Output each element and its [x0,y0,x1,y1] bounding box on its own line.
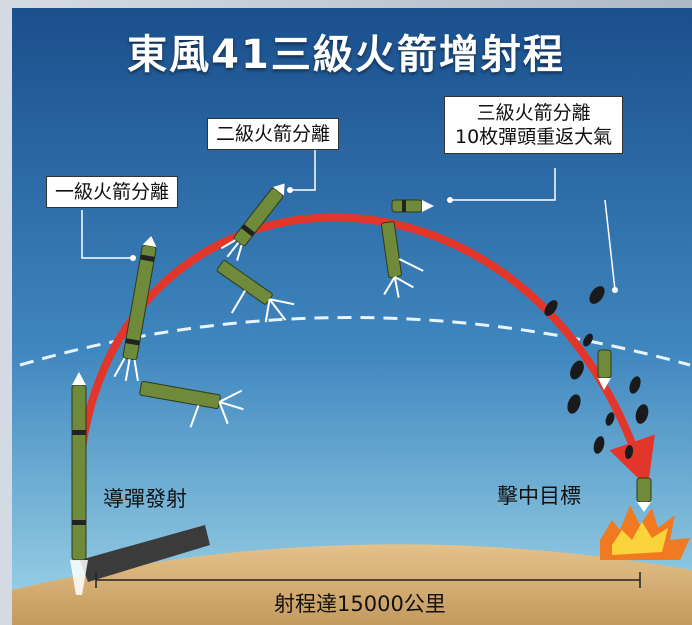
leader-dot-stage1 [130,255,136,261]
atmosphere-boundary [19,316,691,367]
leader-line-stage2 [290,150,316,191]
trajectory-arrow [76,213,655,488]
label-launch: 導彈發射 [103,487,187,511]
leader-dot-stage3 [447,197,453,203]
label-stage3-separation: 三級火箭分離 10枚彈頭重返大氣 [444,96,624,154]
page-title: 東風41三級火箭增射程 [127,32,565,78]
separated-stage3-icon [380,221,424,298]
label-stage3-line1: 三級火箭分離 [476,102,591,124]
missile-stage1-icon [113,235,157,382]
separated-stage1-icon [139,380,244,428]
missile-launch-icon [70,372,88,595]
ground [12,544,692,625]
warheads-cluster [544,286,649,459]
leader-dot-warheads [612,287,618,293]
leader-line-stage1 [81,210,133,259]
reentry-vehicle-icon [597,349,612,390]
leader-line-warheads [604,199,616,291]
separated-stage2-icon [216,260,295,323]
explosion-icon [600,505,690,560]
label-stage3-line2: 10枚彈頭重返大氣 [455,126,613,148]
leader-line-stage3 [450,168,556,201]
launch-platform [80,525,210,582]
missile-stage2-icon [220,183,285,261]
label-stage1-separation: 一級火箭分離 [46,176,179,208]
impact-warhead-icon [636,477,652,512]
label-stage2-separation: 二級火箭分離 [207,118,340,150]
label-impact: 擊中目標 [497,484,581,508]
leader-dot-stage2 [287,187,293,193]
label-range: 射程達15000公里 [274,592,446,616]
missile-stage3-icon [391,199,434,213]
